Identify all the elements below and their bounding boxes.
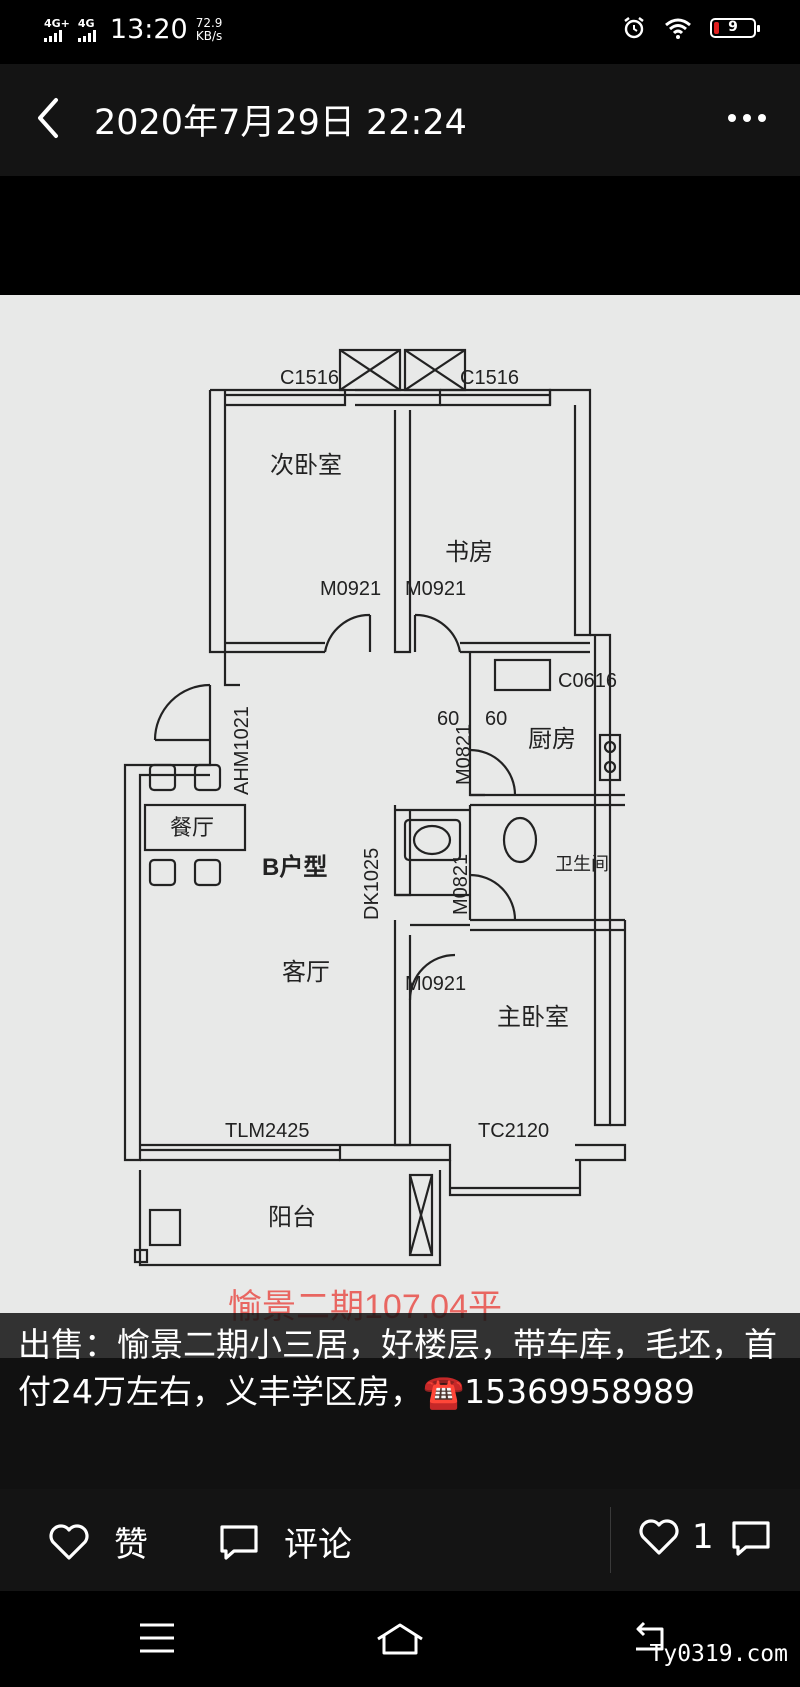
- room-dining: 餐厅: [170, 815, 214, 840]
- room-unit-type: B户型: [262, 853, 327, 881]
- wifi-icon: [665, 18, 691, 39]
- like-label: 赞: [114, 1525, 148, 1565]
- dim-label-left: 60: [437, 708, 459, 730]
- like-count-button[interactable]: 1: [638, 1517, 714, 1557]
- living-opening-label: DK1025: [361, 848, 383, 920]
- room-second-bedroom: 次卧室: [270, 452, 342, 479]
- heart-icon: [49, 1523, 89, 1560]
- bath-door-label: M0821: [450, 854, 472, 915]
- window-label-right: C1516: [460, 367, 519, 389]
- signal-4g-plus: 4G+: [44, 16, 70, 42]
- floor-plan: C1516 C1516 次卧室 书房 M0921 M0921 C0616 60 …: [0, 295, 800, 1358]
- room-living: 客厅: [282, 959, 330, 986]
- system-nav-bar: Ty0319.com: [0, 1591, 800, 1687]
- kitchen-door-label: M0821: [453, 724, 475, 785]
- room-kitchen: 厨房: [528, 726, 576, 753]
- post-image[interactable]: C1516 C1516 次卧室 书房 M0921 M0921 C0616 60 …: [0, 295, 800, 1358]
- caption-text: 出售：愉景二期小三居，好楼层，带车库，毛坯，首付24万左右，义丰学区房，☎️15…: [18, 1325, 777, 1411]
- status-bar: 4G+ 4G 13:20 72.9 KB/s 9: [0, 0, 800, 64]
- comment-label: 评论: [284, 1525, 352, 1565]
- watermark: Ty0319.com: [649, 1641, 788, 1667]
- door-label-bed2: M0921: [320, 578, 381, 600]
- like-count: 1: [692, 1517, 714, 1557]
- room-master-bedroom: 主卧室: [497, 1004, 569, 1031]
- network-label-1: 4G+: [44, 16, 70, 30]
- more-options-icon[interactable]: [728, 114, 766, 122]
- menu-icon[interactable]: [138, 1621, 176, 1655]
- app-header: 2020年7月29日 22:24: [0, 64, 800, 176]
- back-arrow-icon[interactable]: [30, 92, 70, 144]
- master-door-label: M0921: [405, 973, 466, 995]
- balcony-door-label: TLM2425: [225, 1120, 310, 1142]
- kitchen-window-label: C0616: [558, 670, 617, 692]
- dim-label-right: 60: [485, 708, 507, 730]
- post-timestamp: 2020年7月29日 22:24: [94, 103, 467, 143]
- speed-value: 72.9: [195, 15, 223, 30]
- alarm-icon: [624, 17, 644, 39]
- clock: 13:20: [109, 14, 188, 45]
- master-window-label: TC2120: [478, 1120, 549, 1142]
- back-icon[interactable]: [628, 1621, 672, 1657]
- comment-icon[interactable]: [730, 1519, 772, 1557]
- room-balcony: 阳台: [268, 1204, 316, 1231]
- action-bar: 赞 评论 1: [0, 1489, 800, 1591]
- home-icon[interactable]: [374, 1621, 426, 1657]
- signal-bars-icon: [44, 29, 62, 42]
- entry-door-label: AHM1021: [231, 706, 253, 795]
- network-label-2: 4G: [77, 16, 95, 30]
- battery-level: 9: [728, 19, 738, 35]
- room-study: 书房: [445, 539, 493, 566]
- signal-bars-icon: [77, 29, 96, 42]
- door-label-study: M0921: [405, 578, 466, 600]
- comment-icon: [220, 1524, 258, 1560]
- speed-unit: KB/s: [195, 28, 223, 43]
- action-divider: [610, 1507, 611, 1573]
- network-speed: 72.9 KB/s: [195, 15, 223, 43]
- battery-icon: 9: [710, 18, 760, 38]
- heart-icon: [639, 1519, 679, 1555]
- room-bathroom: 卫生间: [555, 854, 609, 874]
- signal-4g: 4G: [77, 16, 96, 42]
- post-caption: 出售：愉景二期小三居，好楼层，带车库，毛坯，首付24万左右，义丰学区房，☎️15…: [0, 1313, 800, 1489]
- window-label-left: C1516: [280, 367, 339, 389]
- comment-button[interactable]: 评论: [218, 1517, 352, 1566]
- like-button[interactable]: 赞: [48, 1517, 148, 1566]
